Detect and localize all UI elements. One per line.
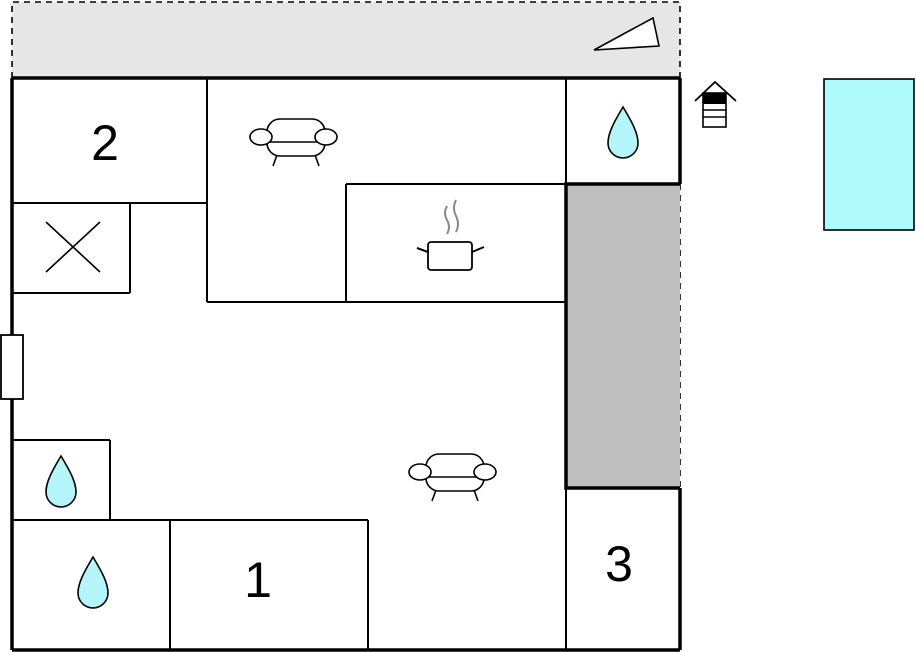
entrance-door — [0, 334, 24, 400]
water-drop-icon — [77, 555, 109, 609]
sofa-icon — [408, 453, 497, 502]
room-2-label: 2 — [91, 115, 119, 171]
closet-x-icon — [45, 221, 101, 273]
triangle-icon — [593, 16, 660, 51]
outer-walls — [10, 76, 682, 652]
balcony-wall — [564, 182, 680, 490]
water-drop-icon — [45, 454, 77, 508]
pool-icon — [823, 78, 915, 231]
house-stairs-icon — [694, 80, 737, 128]
sofa-icon — [249, 118, 338, 167]
room-1-label: 1 — [244, 552, 272, 608]
room-3-label: 3 — [605, 536, 633, 592]
cooking-pot-icon — [416, 199, 485, 271]
terrace — [11, 1, 681, 78]
interior-walls — [12, 78, 567, 650]
water-drop-icon — [607, 105, 639, 159]
balcony — [566, 184, 680, 488]
